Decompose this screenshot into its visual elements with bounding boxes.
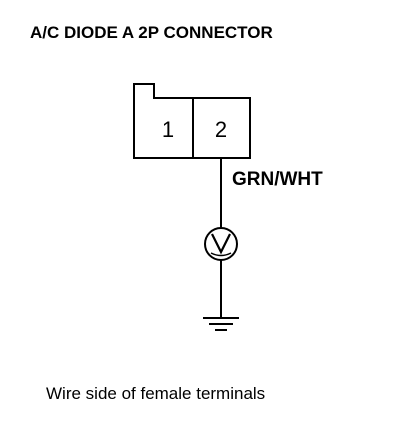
wire-color-label: GRN/WHT xyxy=(232,169,323,190)
diagram-caption: Wire side of female terminals xyxy=(46,384,265,403)
voltmeter-v-mark xyxy=(211,233,231,255)
voltmeter-scale-mark xyxy=(210,252,232,257)
pin-1-label: 1 xyxy=(162,117,174,142)
connector-2p: 1 2 xyxy=(133,83,251,159)
connector-outline xyxy=(133,83,251,159)
diagram-title: A/C DIODE A 2P CONNECTOR xyxy=(30,23,273,42)
voltmeter-icon xyxy=(204,227,238,261)
pin-2-label: 2 xyxy=(215,117,227,142)
ground-icon xyxy=(203,317,239,331)
